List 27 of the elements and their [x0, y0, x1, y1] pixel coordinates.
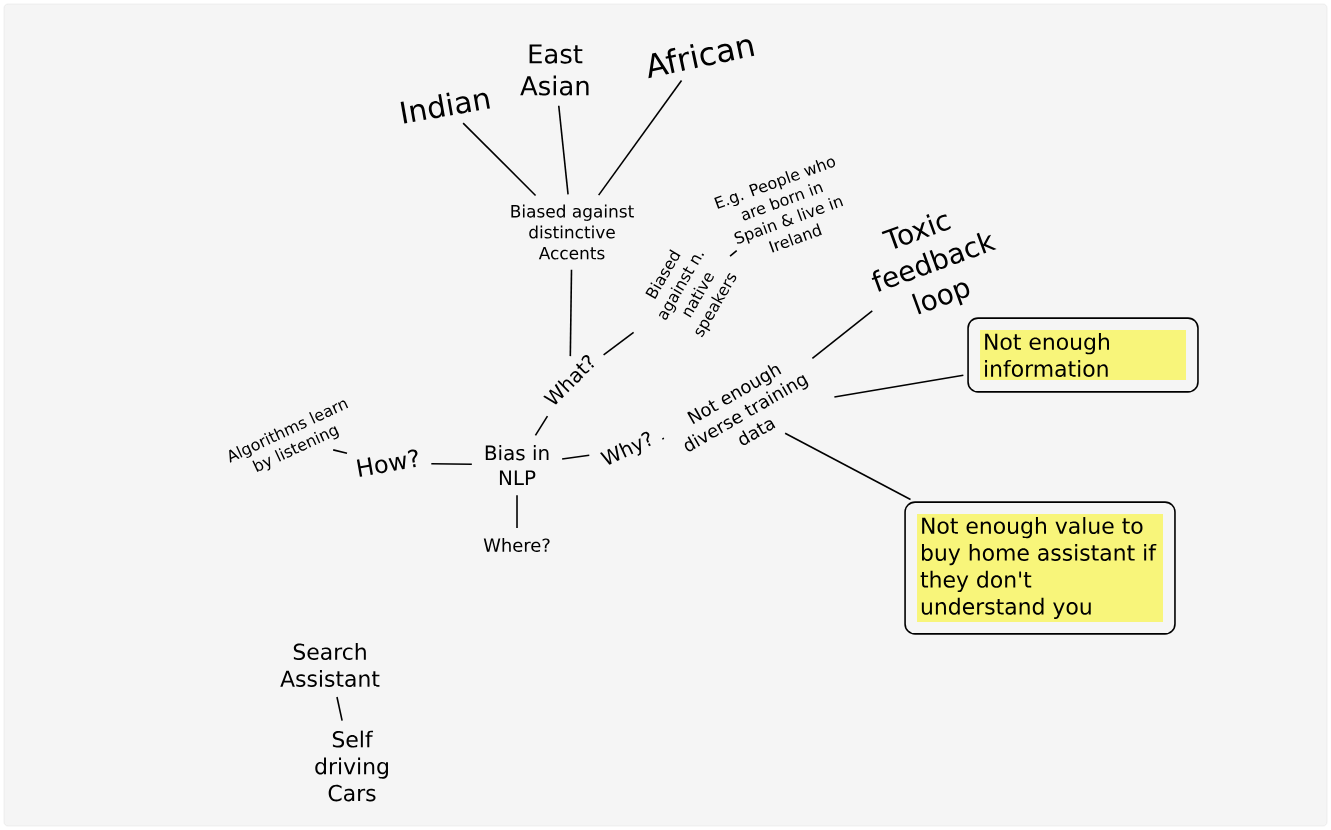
connector-line — [729, 249, 738, 257]
connector-line — [784, 432, 912, 501]
connector-line — [833, 374, 965, 398]
node-text: Self driving Cars — [315, 730, 388, 802]
connector-line — [336, 696, 343, 722]
connector-line — [561, 454, 591, 460]
node-text: East Asian — [520, 44, 589, 96]
connector-line — [430, 462, 473, 466]
node-text: Indian — [400, 92, 490, 124]
node-text: How? — [356, 449, 418, 477]
connector-line — [534, 415, 549, 437]
connector-line — [462, 122, 537, 197]
note-box: Not enough information — [967, 317, 1199, 393]
note-box: Not enough value to buy home assistant if they don't understand you — [904, 501, 1176, 635]
connector-line — [602, 331, 635, 356]
connector-line — [811, 310, 874, 360]
connector-line — [516, 494, 518, 529]
node-text: Search Assistant — [280, 643, 380, 687]
connector-line — [597, 79, 683, 196]
node-text: Where? — [483, 538, 550, 552]
node-text: African — [648, 39, 755, 79]
connector-line — [557, 104, 569, 196]
node-text: Bias in NLP — [485, 445, 549, 486]
connector-line — [661, 437, 665, 440]
node-text: Biased against distinctive Accents — [511, 204, 634, 260]
connector-line — [569, 268, 573, 357]
connector-line — [332, 449, 348, 454]
